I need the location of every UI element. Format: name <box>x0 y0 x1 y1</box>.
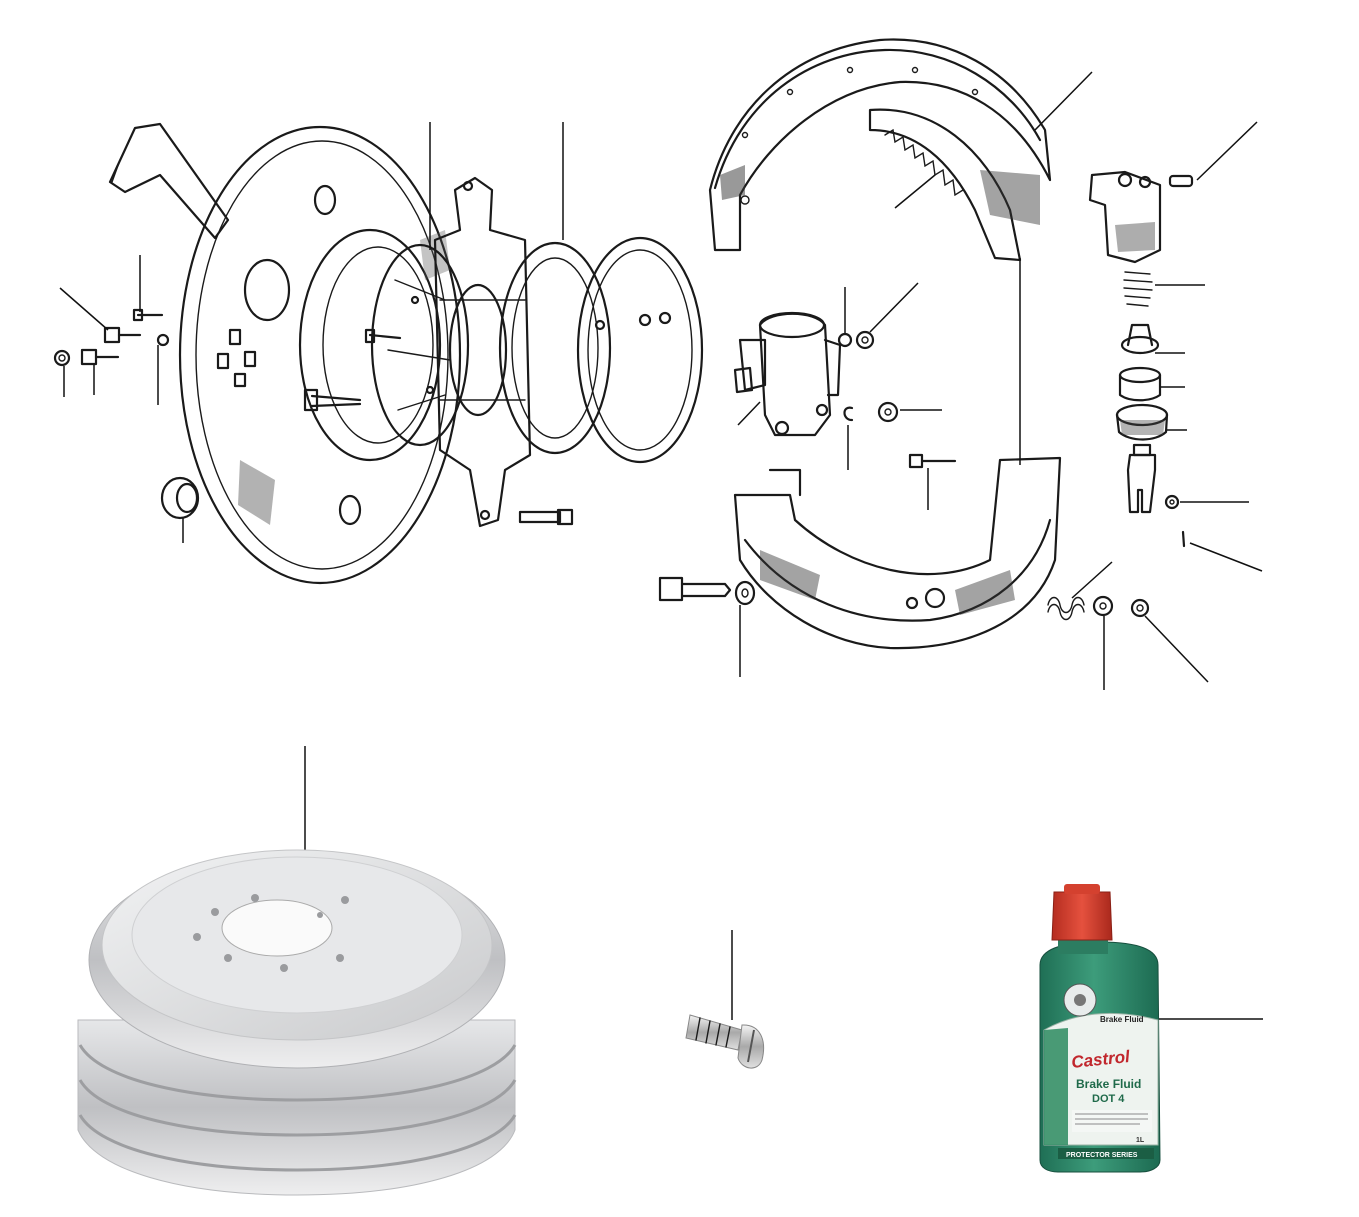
leader-line <box>894 174 936 209</box>
cyl-nut <box>855 330 875 350</box>
left-stud <box>132 308 164 322</box>
bottle-volume: 1L <box>1136 1137 1145 1144</box>
piston-spring <box>1123 271 1153 307</box>
bleed-cylinder <box>1088 170 1162 264</box>
dust-shield-ring <box>498 241 612 455</box>
shoe-washer <box>1092 595 1114 617</box>
bottle-small-label: Brake Fluid <box>1100 1015 1144 1024</box>
mounting-bracket <box>433 176 532 528</box>
leader-line <box>1144 615 1209 683</box>
leader-line <box>737 401 761 426</box>
countersunk-screw <box>685 1014 765 1069</box>
small-stud <box>364 328 402 344</box>
cyl-washer <box>837 332 853 348</box>
rod-clip <box>1164 494 1180 510</box>
lower-brake-shoe <box>733 456 1062 650</box>
leader-line <box>1071 561 1113 599</box>
bottle-series: PROTECTOR SERIES <box>1066 1152 1138 1159</box>
upper-return-spring <box>884 128 964 197</box>
hub-bolt <box>303 388 362 412</box>
left-washer <box>156 333 170 347</box>
split-pin <box>1181 530 1186 548</box>
bleed-screw <box>1168 174 1194 188</box>
shoe-nut <box>1130 598 1150 618</box>
brake-drum <box>77 849 517 1196</box>
spacer-plate <box>370 243 470 447</box>
piston-cup <box>1115 403 1169 441</box>
upper-brake-shoe <box>708 38 1052 262</box>
seal-ring <box>576 236 704 464</box>
bracket-bolt <box>518 508 574 526</box>
left-screw <box>103 326 142 344</box>
shoe-spring <box>1047 596 1085 621</box>
push-rod <box>1126 443 1157 514</box>
leader-line <box>59 287 109 331</box>
cyl-clip <box>843 406 854 422</box>
bottle-dot-grade: DOT 4 <box>1092 1093 1125 1105</box>
grommet <box>160 476 200 520</box>
leader-line <box>1034 71 1093 131</box>
leader-line <box>1196 121 1258 181</box>
pivot-bolt <box>658 576 732 602</box>
left-bleeder <box>80 348 120 366</box>
shoe-bolt <box>908 453 957 469</box>
leader-lines <box>59 71 1263 1020</box>
piston <box>1118 366 1162 402</box>
pivot-washer <box>734 580 756 606</box>
cyl-nut-2 <box>877 401 899 423</box>
leader-line <box>869 282 919 333</box>
left-nut <box>53 349 71 367</box>
wheel-cylinder <box>733 311 842 437</box>
backing-plate <box>108 122 462 585</box>
bottle-product-name: Brake Fluid <box>1076 1077 1141 1091</box>
spring-seat <box>1120 323 1160 355</box>
brake-fluid-bottle: Brake Fluid Castrol Brake Fluid DOT 4 1L… <box>1039 884 1161 1173</box>
leader-line <box>1189 542 1263 572</box>
